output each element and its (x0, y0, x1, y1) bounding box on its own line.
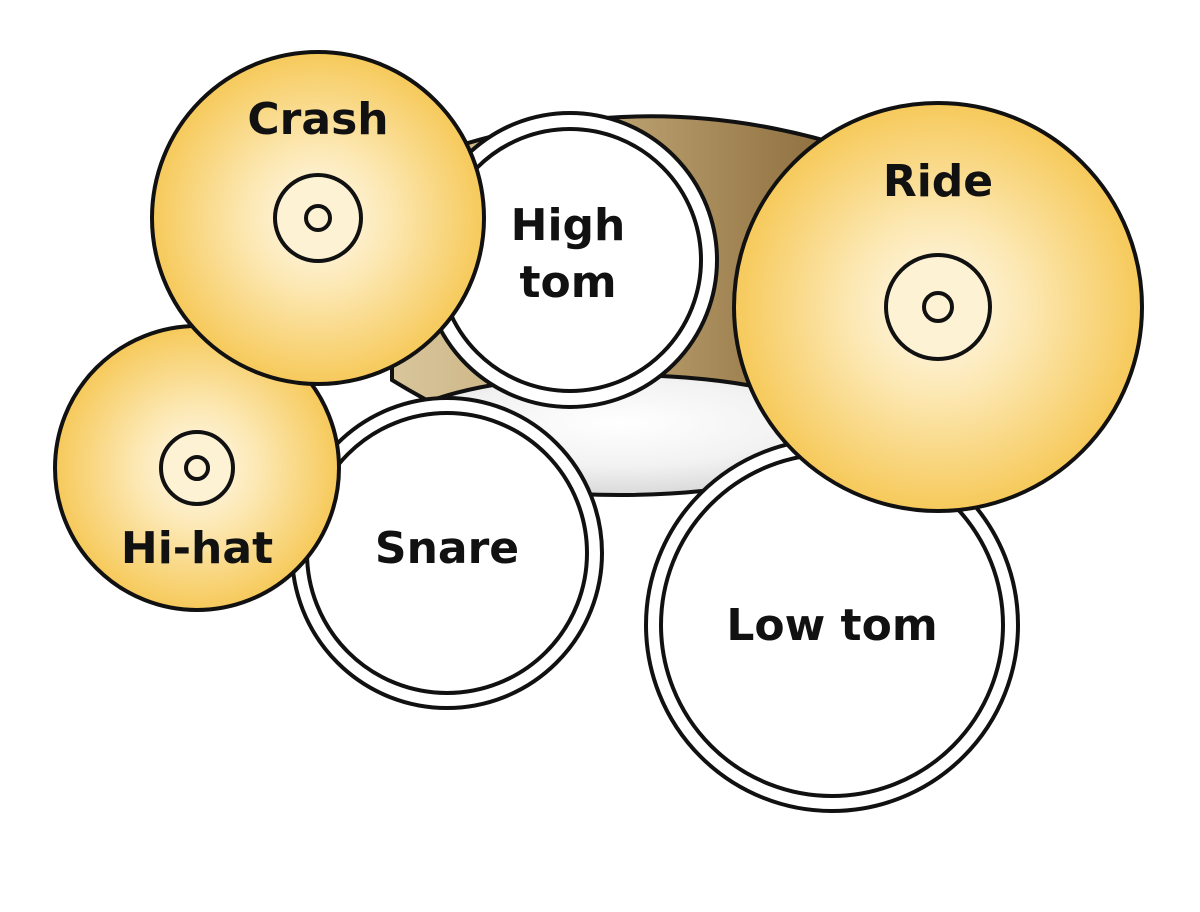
snare: Snare (290, 396, 604, 710)
snare-label: Snare (375, 523, 519, 574)
hi-hat-hole (184, 455, 210, 481)
ride: Ride (732, 101, 1144, 513)
high-tom-label-line2: tom (519, 257, 616, 308)
high-tom-label-line1: High (511, 200, 626, 251)
hi-hat: Hi-hat (53, 324, 341, 612)
low-tom-label: Low tom (726, 600, 937, 651)
crash: Crash (150, 50, 486, 386)
low-tom: Low tom (644, 437, 1020, 813)
ride-label: Ride (883, 156, 993, 207)
crash-label: Crash (247, 94, 388, 145)
hi-hat-label: Hi-hat (121, 523, 273, 574)
ride-hole (922, 291, 954, 323)
crash-hole (304, 204, 332, 232)
high-tom: High tom (421, 111, 719, 409)
